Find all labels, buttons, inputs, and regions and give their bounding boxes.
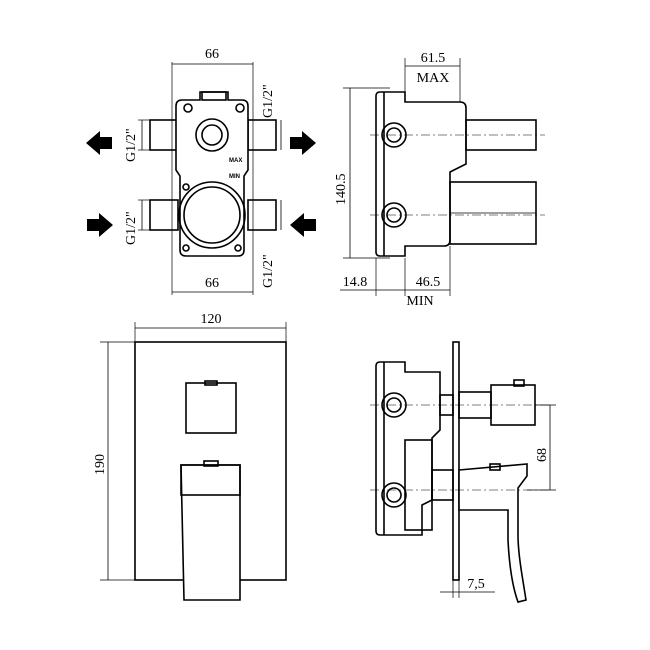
width-top-label: 66 — [205, 47, 219, 62]
depth-max-value: 61.5 — [421, 51, 446, 66]
thread-left-upper-label: G1/2" — [124, 128, 139, 162]
plate-height-label: 190 — [93, 454, 108, 475]
height-label: 140.5 — [334, 174, 349, 206]
max-mark: MAX — [229, 158, 242, 164]
plate-width-label: 120 — [201, 312, 222, 327]
plate-thickness-label: 7,5 — [467, 577, 485, 592]
depth-max-label: MAX — [417, 71, 450, 86]
body-front-view: 66 66 MAX MIN — [86, 47, 316, 295]
depth-min-value: 46.5 — [416, 275, 441, 290]
thread-right-lower-label: G1/2" — [261, 254, 276, 288]
arrow-in-right-icon — [290, 213, 316, 237]
assembled-side-view: 68 7,5 — [370, 341, 556, 603]
offset-label: 14.8 — [343, 275, 368, 290]
plate-front-view: 120 190 — [93, 312, 287, 601]
depth-min-label: MIN — [406, 294, 433, 309]
arrow-out-left-icon — [86, 131, 112, 155]
body-side-view: 61.5 MAX 140.5 14.8 46.5 MIN — [334, 51, 545, 309]
width-bottom-label: 66 — [205, 276, 219, 291]
arrow-in-left-icon — [87, 213, 113, 237]
min-mark: MIN — [229, 174, 240, 180]
thread-right-upper-label: G1/2" — [261, 84, 276, 118]
thread-left-lower-label: G1/2" — [124, 211, 139, 245]
arrow-out-right-icon — [290, 131, 316, 155]
spacing-label: 68 — [535, 448, 550, 462]
